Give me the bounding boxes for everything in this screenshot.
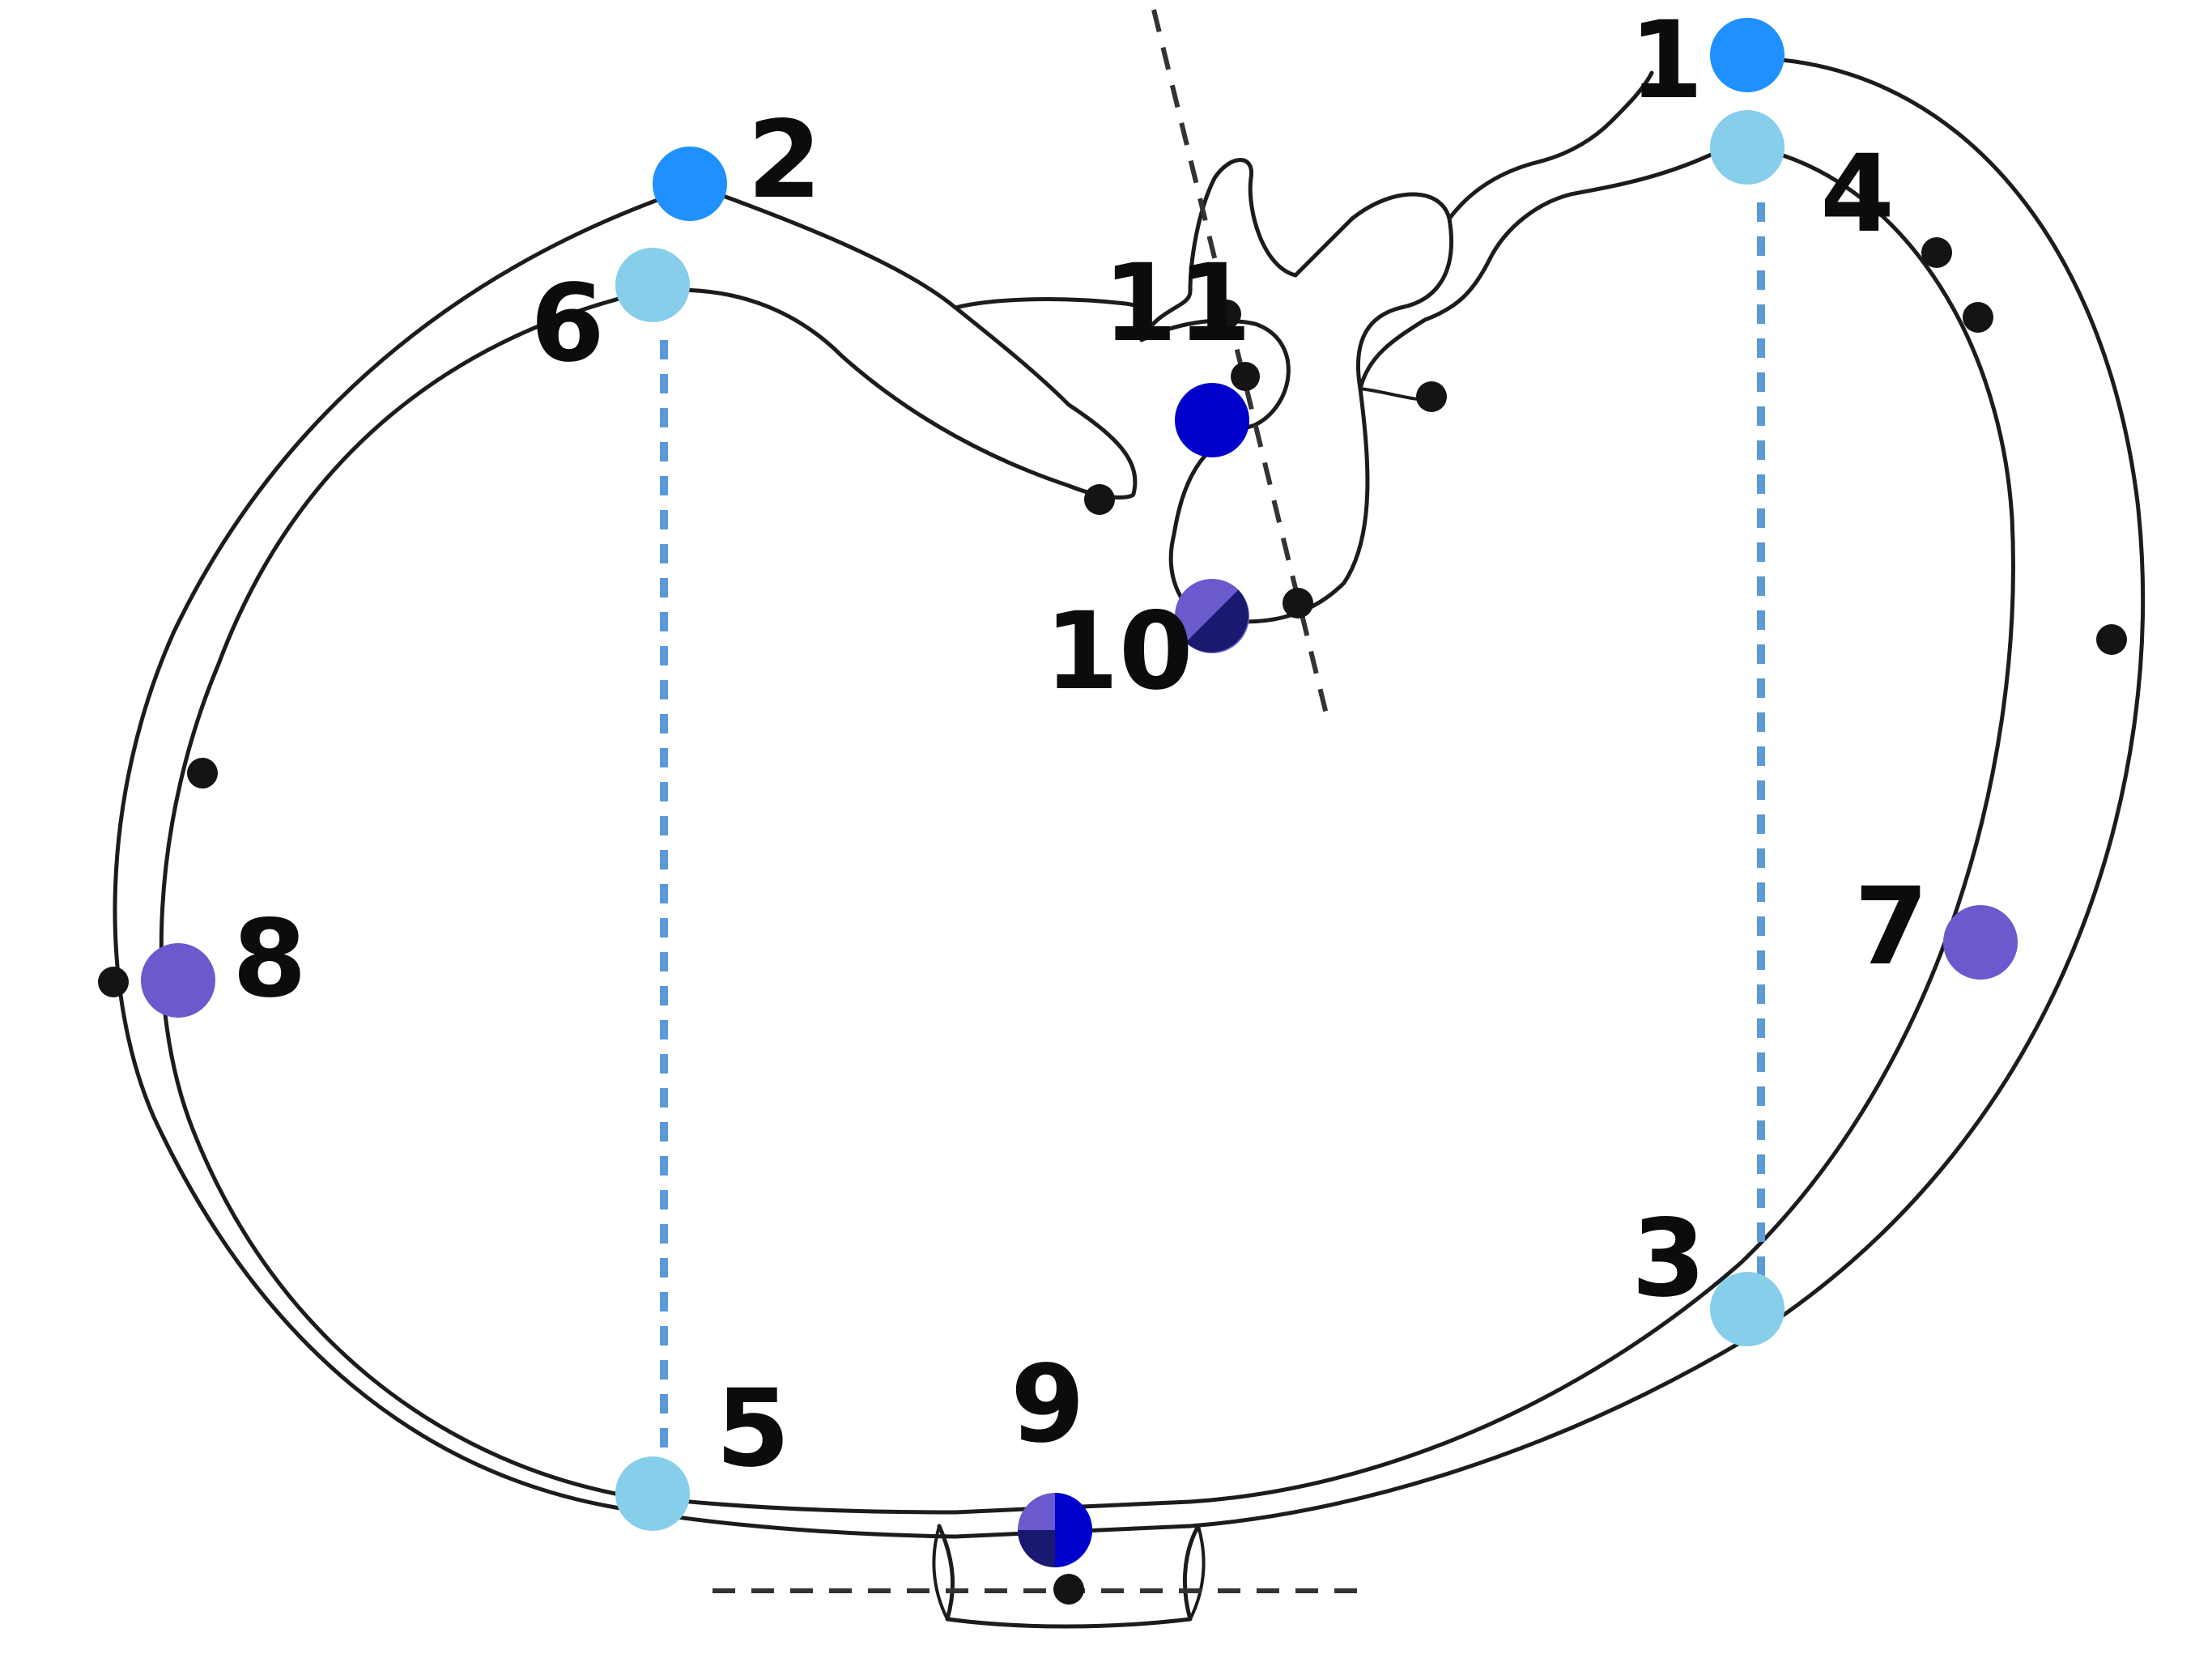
marker-9-lower-left — [1018, 1530, 1055, 1567]
right-rib-neck-upper — [1447, 70, 1654, 221]
marker-4 — [1710, 110, 1784, 185]
label-7: 7 — [1854, 865, 1929, 989]
marker-8 — [141, 943, 215, 1018]
marker-9-right-half — [1055, 1493, 1092, 1567]
cartilage-edge-left — [932, 1524, 949, 1621]
cartilage-edge-right — [1189, 1524, 1206, 1621]
sternum-segment — [937, 1524, 1201, 1629]
label-9: 9 — [1010, 1342, 1085, 1467]
landmark-dot — [98, 967, 129, 997]
landmark-dot — [1212, 300, 1241, 329]
left-rib-neck-upper — [694, 184, 1138, 496]
landmark-dot — [2096, 624, 2127, 655]
label-5: 5 — [716, 1367, 790, 1491]
marker-9 — [1018, 1493, 1092, 1567]
label-1: 1 — [1629, 0, 1704, 123]
marker-5 — [615, 1456, 690, 1531]
label-4: 4 — [1820, 132, 1895, 257]
landmark-dot — [1053, 1574, 1084, 1605]
landmark-dot — [187, 758, 218, 789]
spinous-process — [1139, 158, 1298, 342]
label-2: 2 — [747, 98, 822, 223]
rib-inner-contour — [159, 142, 2015, 1515]
left-rib-neck-lower — [645, 287, 1136, 500]
label-11: 11 — [1103, 241, 1252, 366]
marker-11 — [1175, 383, 1249, 457]
landmark-dot — [1084, 484, 1115, 515]
marker-10-lower-right — [1185, 589, 1249, 653]
label-10: 10 — [1044, 589, 1193, 714]
marker-7 — [1943, 905, 2018, 980]
label-6: 6 — [530, 261, 605, 386]
marker-6 — [615, 248, 690, 322]
marker-3 — [1710, 1272, 1784, 1346]
marker-1 — [1710, 18, 1784, 92]
landmark-dot — [1231, 362, 1260, 391]
marker-2 — [653, 147, 727, 221]
rib-outer-contour — [113, 56, 2146, 1539]
landmark-dot — [1283, 588, 1313, 619]
label-8: 8 — [232, 897, 307, 1022]
landmark-dot — [1921, 237, 1952, 268]
label-3: 3 — [1631, 1197, 1706, 1321]
right-rib-neck-lower — [1358, 142, 1735, 391]
landmark-dot — [1963, 302, 1993, 333]
landmark-dot — [1416, 381, 1447, 412]
marker-10 — [1175, 579, 1249, 653]
